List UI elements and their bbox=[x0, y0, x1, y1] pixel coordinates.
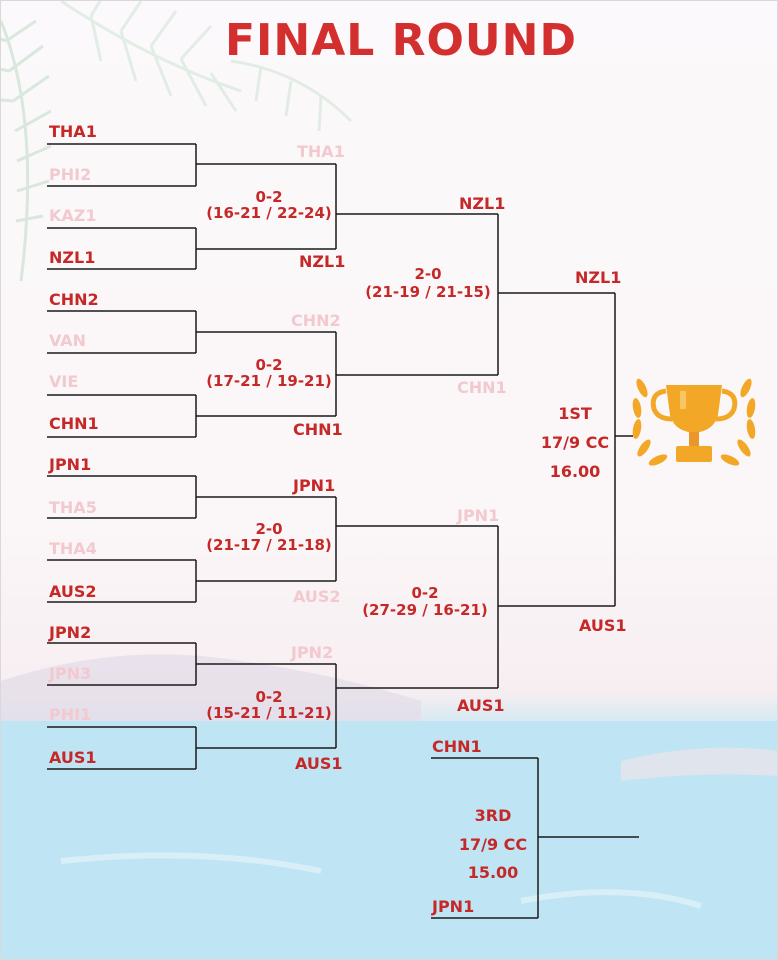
match-result: 2-0 bbox=[255, 520, 283, 538]
team-label: NZL1 bbox=[49, 248, 96, 267]
team-label: CHN2 bbox=[49, 290, 99, 309]
team-label: JPN1 bbox=[432, 897, 475, 916]
team-label: AUS1 bbox=[49, 748, 97, 767]
team-label: AUS2 bbox=[49, 582, 97, 601]
team-label: JPN1 bbox=[49, 455, 92, 474]
team-label: THA1 bbox=[297, 142, 345, 161]
team-label: VAN bbox=[49, 331, 87, 350]
palm-leaf-left bbox=[1, 19, 52, 282]
team-label: AUS1 bbox=[457, 696, 505, 715]
team-label: NZL1 bbox=[459, 194, 506, 213]
team-label: JPN3 bbox=[49, 664, 92, 683]
mountain-shape bbox=[1, 654, 421, 723]
match-result: 0-2 bbox=[411, 584, 439, 602]
third-place-date: 17/9 CC bbox=[458, 835, 528, 854]
team-label: PHI2 bbox=[49, 165, 92, 184]
team-label: THA5 bbox=[49, 498, 97, 517]
team-label: CHN1 bbox=[293, 420, 343, 439]
team-label: JPN1 bbox=[293, 476, 336, 495]
team-label: AUS1 bbox=[295, 754, 343, 773]
team-label: AUS2 bbox=[293, 587, 341, 606]
match-sets: (21-17 / 21-18) bbox=[206, 536, 332, 554]
third-place-time: 15.00 bbox=[467, 863, 519, 882]
match-sets: (27-29 / 16-21) bbox=[362, 601, 488, 619]
final-date: 17/9 CC bbox=[540, 433, 610, 452]
match-result: 0-2 bbox=[255, 688, 283, 706]
team-label: KAZ1 bbox=[49, 206, 97, 225]
trophy-icon bbox=[632, 378, 756, 466]
team-label: CHN1 bbox=[49, 414, 99, 433]
match-sets: (17-21 / 19-21) bbox=[206, 372, 332, 390]
match-result: 0-2 bbox=[255, 356, 283, 374]
team-label: NZL1 bbox=[575, 268, 622, 287]
team-label: CHN1 bbox=[432, 737, 482, 756]
third-place-label: 3RD bbox=[474, 806, 512, 825]
team-label: AUS1 bbox=[579, 616, 627, 635]
match-result: 0-2 bbox=[255, 188, 283, 206]
palm-leaf-top bbox=[60, 1, 353, 132]
match-result: 2-0 bbox=[414, 265, 442, 283]
page-title: FINAL ROUND bbox=[224, 15, 578, 66]
match-sets: (15-21 / 11-21) bbox=[206, 704, 332, 722]
team-label: VIE bbox=[49, 372, 79, 391]
match-sets: (16-21 / 22-24) bbox=[206, 204, 332, 222]
team-label: CHN2 bbox=[291, 311, 341, 330]
team-label: JPN2 bbox=[291, 643, 334, 662]
team-label: NZL1 bbox=[299, 252, 346, 271]
team-label: JPN2 bbox=[49, 623, 92, 642]
team-label: THA1 bbox=[49, 122, 97, 141]
final-place: 1ST bbox=[558, 404, 592, 423]
match-sets: (21-19 / 21-15) bbox=[365, 283, 491, 301]
final-time: 16.00 bbox=[549, 462, 601, 481]
team-label: PHI1 bbox=[49, 705, 92, 724]
team-label: THA4 bbox=[49, 539, 97, 558]
team-label: CHN1 bbox=[457, 378, 507, 397]
team-label: JPN1 bbox=[457, 506, 500, 525]
